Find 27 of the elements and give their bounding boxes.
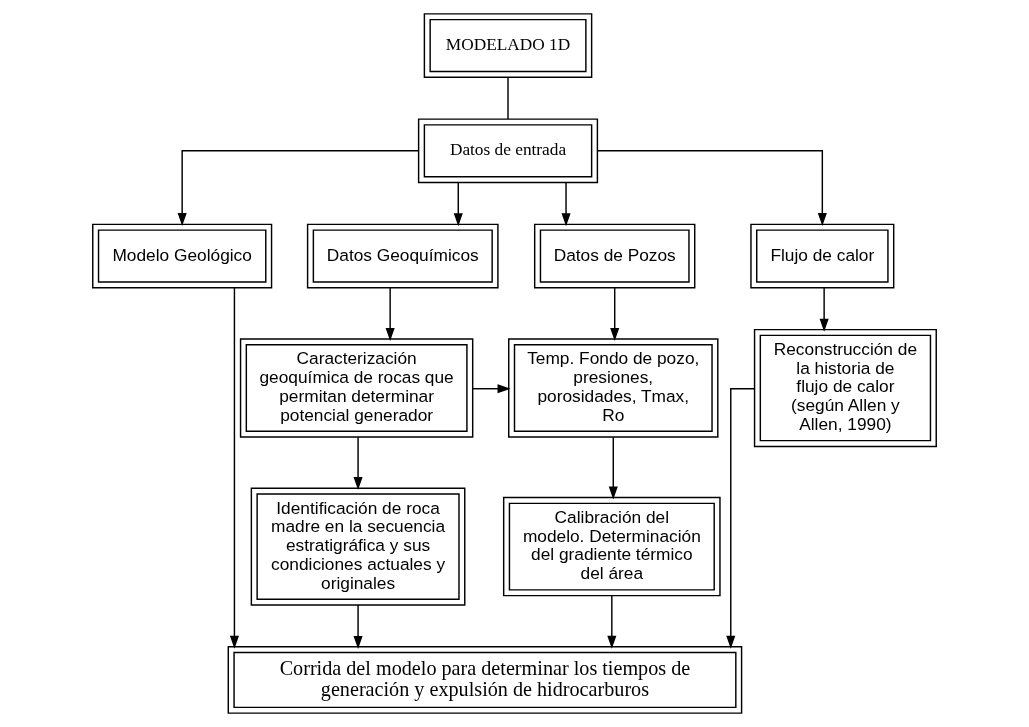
- arrow: [353, 604, 363, 649]
- node-box: Datos de entrada: [417, 118, 599, 184]
- arrow: [596, 150, 827, 227]
- arrow: [353, 436, 363, 491]
- node-box: Reconstrucción de la historia de flujo de calor (según Allen y Allen, 1990): [753, 328, 937, 448]
- node-box: Temp. Fondo de pozo, presiones, porosidades, Tmax, Ro: [508, 338, 719, 438]
- node-box: Modelo Geológico: [92, 223, 273, 289]
- arrow: [608, 436, 618, 500]
- node-box: MODELADO 1D: [423, 13, 593, 78]
- arrow: [607, 595, 617, 649]
- arrow: [726, 388, 756, 649]
- arrow: [610, 287, 620, 342]
- arrow: [453, 182, 463, 227]
- arrow: [819, 287, 829, 332]
- node-box: Calibración del modelo. Determinación del gradiente térmico del área: [502, 496, 721, 597]
- node-box: Datos Geoquímicos: [306, 223, 499, 289]
- connector: [507, 77, 509, 120]
- node-box: Caracterización geoquímica de rocas que permitan determinar potencial generador: [239, 338, 474, 438]
- arrow: [177, 150, 420, 227]
- arrow: [472, 384, 511, 394]
- arrow: [561, 182, 571, 227]
- node-box: Corrida del modelo para determinar los tiempos de generación y expulsión de hidrocarburos: [227, 646, 743, 714]
- arrow: [229, 287, 239, 649]
- node-box: Flujo de calor: [750, 223, 895, 289]
- arrow: [385, 287, 395, 342]
- node-box: Identificación de roca madre en la secuencia estratigráfica y sus condiciones actuales y originales: [250, 487, 466, 606]
- node-box: Datos de Pozos: [533, 223, 696, 289]
